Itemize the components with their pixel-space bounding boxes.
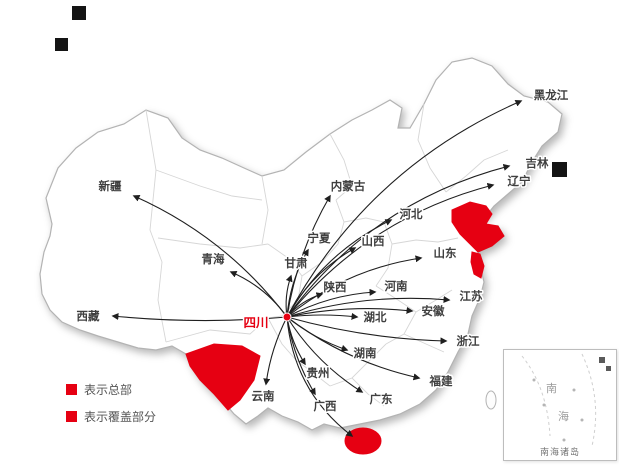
province-label-河南: 河南: [385, 279, 408, 293]
region-bohai-coast: [451, 201, 505, 253]
decor-square-top-left-2: [55, 38, 68, 51]
inset-decor-square-2: [606, 366, 611, 371]
province-label-云南: 云南: [252, 389, 275, 403]
province-label-广东: 广东: [370, 392, 393, 406]
province-label-湖北: 湖北: [364, 310, 387, 324]
province-label-辽宁: 辽宁: [508, 174, 531, 188]
province-label-西藏: 西藏: [77, 309, 100, 323]
origin-marker-layer: 四川: [242, 312, 292, 332]
legend-label-1: 表示总部: [84, 383, 133, 397]
decor-square-jilin: [552, 162, 567, 177]
highlighted-regions: [185, 201, 505, 455]
province-label-吉林: 吉林: [526, 156, 549, 170]
arrow-to-湖北: [286, 312, 359, 320]
arrow-to-island: [286, 316, 354, 437]
arrow-to-山东: [286, 255, 423, 318]
legend-item-coverage: 表示覆盖部分: [66, 408, 156, 425]
province-label-青海: 青海: [202, 252, 225, 266]
province-label-广西: 广西: [314, 399, 337, 413]
legend-label-2: 表示覆盖部分: [84, 410, 157, 424]
arrow-to-广东: [286, 316, 364, 393]
arrow-to-云南: [263, 316, 288, 386]
province-label-黑龙江: 黑龙江: [534, 88, 569, 102]
region-yunnan: [185, 343, 261, 411]
province-label-湖南: 湖南: [354, 346, 377, 360]
taiwan-island: [485, 390, 497, 410]
inset-caption: 南海诸岛: [539, 447, 580, 457]
origin-dot: [282, 312, 292, 322]
province-label-山西: 山西: [362, 234, 385, 248]
province-label-河北: 河北: [400, 207, 423, 221]
arrow-to-河南: [286, 288, 377, 318]
arrow-to-新疆: [132, 195, 288, 318]
province-label-宁夏: 宁夏: [308, 231, 331, 245]
inset-sea-char-1: 南: [546, 383, 557, 395]
province-label-内蒙古: 内蒙古: [331, 179, 366, 193]
arrow-to-山西: [286, 247, 357, 318]
arrow-to-浙江: [286, 316, 448, 345]
arrow-to-宁夏: [286, 248, 309, 318]
province-label-新疆: 新疆: [99, 179, 122, 193]
province-label-山东: 山东: [434, 246, 457, 260]
origin-label: 四川: [243, 316, 268, 330]
legend: 表示总部 表示覆盖部分: [66, 381, 156, 435]
arrows-layer: [111, 100, 523, 437]
province-label-江苏: 江苏: [460, 289, 483, 303]
province-label-浙江: 浙江: [457, 334, 480, 348]
arrow-to-广西: [286, 316, 316, 396]
arrow-to-福建: [286, 316, 421, 381]
legend-item-headquarters: 表示总部: [66, 381, 156, 398]
legend-swatch-red-2: [66, 411, 77, 422]
arrow-to-安徽: [286, 306, 414, 318]
legend-swatch-red-1: [66, 384, 77, 395]
province-label-甘肃: 甘肃: [285, 256, 308, 270]
inset-canvas: [521, 353, 611, 447]
inset-sea-char-2: 海: [558, 411, 569, 423]
province-label-福建: 福建: [429, 374, 453, 388]
province-label-安徽: 安徽: [422, 304, 445, 318]
region-jiangsu-coast: [470, 251, 485, 279]
arrow-to-江苏: [286, 296, 451, 318]
province-borders: [145, 103, 509, 407]
arrow-to-辽宁: [286, 182, 495, 318]
region-hainan-island: [344, 427, 382, 455]
province-label-陕西: 陕西: [324, 280, 347, 294]
arrow-to-西藏: [111, 313, 288, 322]
arrow-to-黑龙江: [286, 100, 523, 318]
province-label-贵州: 贵州: [307, 366, 330, 380]
south-china-sea-inset: 南 海 南海诸岛: [503, 349, 617, 461]
inset-decor-square-1: [599, 357, 605, 363]
decor-square-top-left-1: [72, 6, 86, 20]
